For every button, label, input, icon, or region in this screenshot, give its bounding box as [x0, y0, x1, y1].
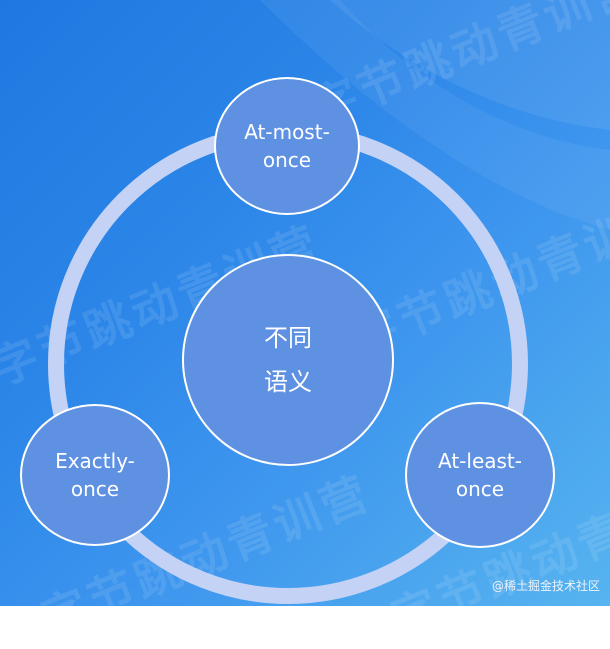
- exactly-once-line1: Exactly-: [55, 449, 135, 473]
- exactly-once-line2: once: [70, 477, 120, 501]
- at-most-once-node: At-most- once: [214, 77, 360, 215]
- at-least-once-line2: once: [455, 477, 505, 501]
- center-node-line2: 语义: [264, 368, 312, 396]
- exactly-once-node: Exactly- once: [20, 404, 170, 546]
- diagram-background: 字节跳动青训营 字节跳动青训营 字节跳动青训营 字节跳动青训营 字节跳动青训营 …: [0, 0, 610, 606]
- source-credit: @稀土掘金技术社区: [491, 579, 600, 593]
- at-least-once-node: At-least- once: [405, 402, 555, 548]
- at-most-once-line2: once: [262, 148, 312, 172]
- center-node-line1: 不同: [264, 324, 312, 352]
- at-most-once-line1: At-most-: [244, 120, 330, 144]
- background-sheen: [0, 0, 610, 606]
- at-least-once-line1: At-least-: [438, 449, 522, 473]
- center-node: 不同 语义: [182, 254, 394, 466]
